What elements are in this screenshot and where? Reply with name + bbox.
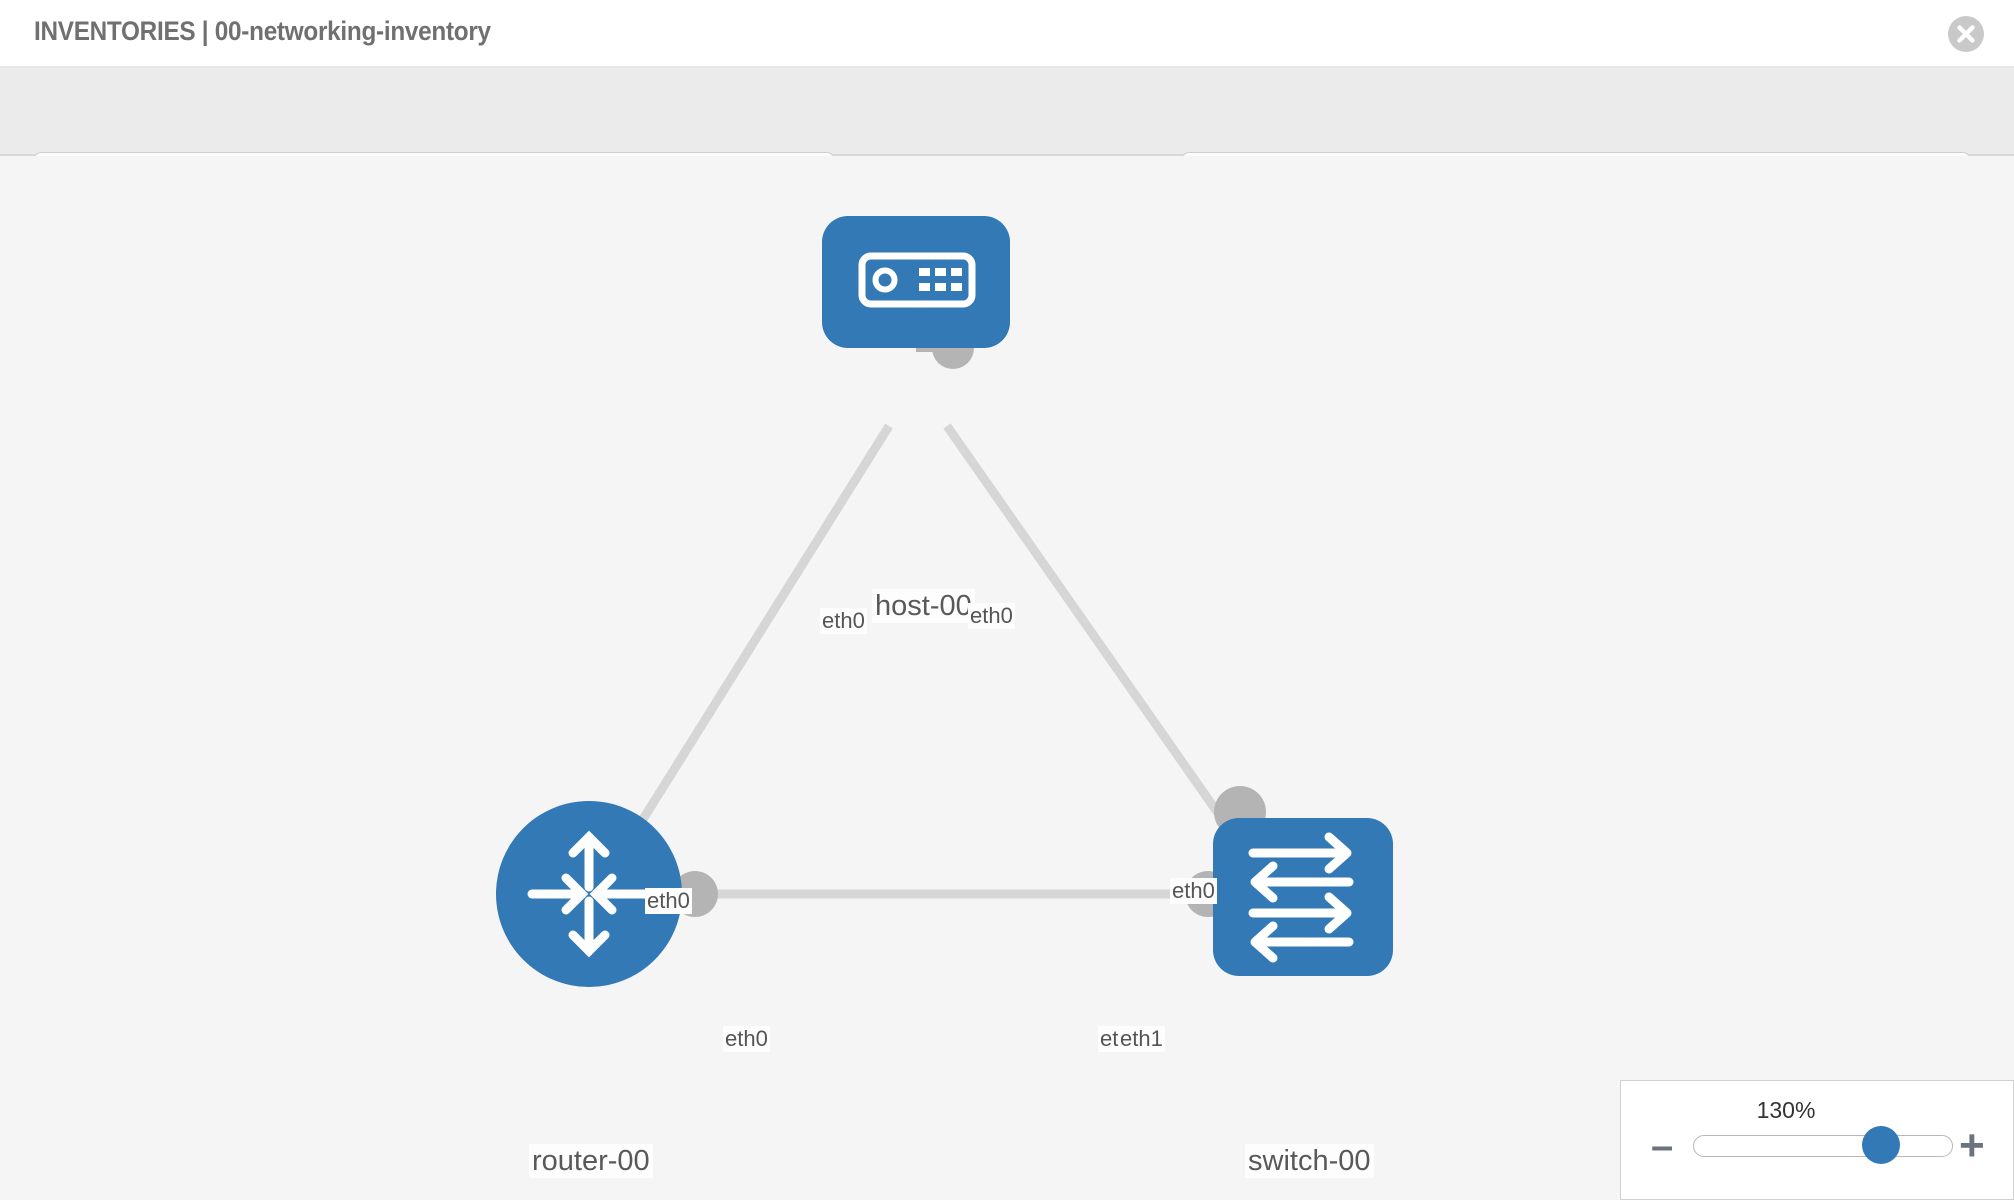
node-router-00 (496, 801, 682, 987)
zoom-slider-track[interactable] (1693, 1135, 1953, 1157)
interface-label: eth0 (968, 603, 1015, 629)
topology-canvas[interactable]: host-00 router-00 switch-00 eth0 eth0 et… (0, 156, 2014, 1200)
interface-label: eth0 (723, 1026, 770, 1052)
page-header: INVENTORIES | 00-networking-inventory (0, 0, 2014, 68)
interface-label: eth0 (820, 608, 867, 634)
link-host-router (616, 423, 893, 859)
zoom-control-panel: 130% – + (1620, 1080, 2014, 1200)
topology-graph (496, 216, 1393, 987)
switch-icon (1248, 832, 1354, 963)
link-host-switch (943, 423, 1252, 859)
interface-label: eth1 (1118, 1026, 1165, 1052)
server-icon (858, 252, 976, 308)
zoom-level-value: 130% (1756, 1097, 1816, 1123)
topology-links (616, 423, 1252, 899)
node-label-switch-00: switch-00 (1245, 1144, 1374, 1178)
interface-label: eth0 (1170, 878, 1217, 904)
minus-icon[interactable]: – (1651, 1124, 1674, 1168)
page-title: INVENTORIES | 00-networking-inventory (34, 16, 491, 46)
router-icon (527, 830, 651, 958)
interface-label: eth0 (645, 888, 692, 914)
node-label-host-00: host-00 (872, 589, 975, 623)
close-icon[interactable] (1948, 16, 1984, 52)
plus-icon[interactable]: + (1959, 1121, 1985, 1170)
node-label-router-00: router-00 (529, 1144, 653, 1178)
node-switch-00 (1213, 818, 1393, 976)
zoom-slider-thumb[interactable] (1862, 1126, 1900, 1164)
node-host-00 (822, 216, 1010, 348)
toolbar: ACTIONS SEARCH (0, 68, 2014, 206)
